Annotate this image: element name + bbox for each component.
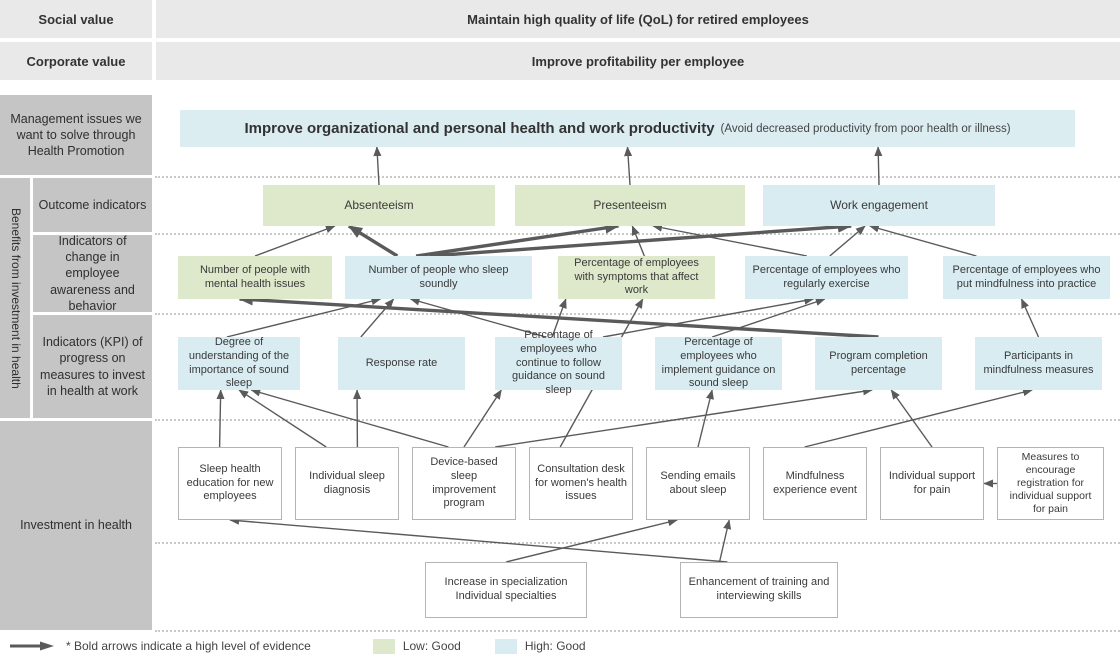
corporate-value-label: Corporate value [0, 42, 152, 80]
node-increase-specialization: Increase in specialization Individual sp… [425, 562, 587, 618]
node-degree-of-understanding: Degree of understanding of the importanc… [178, 336, 300, 390]
top-goal-note-text: (Avoid decreased productivity from poor … [720, 122, 1011, 135]
node-enhancement-training: Enhancement of training and interviewing… [680, 562, 838, 618]
node-device-sleep-program: Device-based sleep improvement program [412, 447, 516, 520]
legend-low-label: Low: Good [402, 639, 461, 653]
node-symptoms-affect-work: Percentage of employees with symptoms th… [558, 256, 715, 299]
node-mental-health-issues: Number of people with mental health issu… [178, 256, 332, 299]
legend-bold-note: * Bold arrows indicate a high level of e… [66, 639, 311, 653]
node-participants-mindfulness: Participants in mindfulness measures [975, 337, 1102, 390]
separator-line [155, 313, 1120, 315]
outcome-indicators-label: Outcome indicators [33, 178, 152, 232]
separator-line [155, 176, 1120, 178]
node-sleep-health-education: Sleep health education for new employees [178, 447, 282, 520]
node-mindfulness-event: Mindfulness experience event [763, 447, 867, 520]
node-sleep-soundly: Number of people who sleep soundly [345, 256, 532, 299]
legend: * Bold arrows indicate a high level of e… [8, 636, 1118, 656]
node-top-goal: Improve organizational and personal heal… [180, 110, 1075, 147]
node-continue-guidance: Percentage of employees who continue to … [495, 329, 622, 396]
node-mindfulness-into-practice: Percentage of employees who put mindfuln… [943, 256, 1110, 299]
node-absenteeism: Absenteeism [263, 185, 495, 226]
management-issues-label: Management issues we want to solve throu… [0, 95, 152, 175]
node-individual-sleep-diagnosis: Individual sleep diagnosis [295, 447, 399, 520]
investment-in-health-label: Investment in health [0, 421, 152, 630]
indicators-of-change-label: Indicators of change in employee awarene… [33, 234, 152, 313]
node-response-rate: Response rate [338, 337, 465, 390]
benefits-vertical-label: Benefits from investment in health [0, 178, 30, 418]
node-work-engagement: Work engagement [763, 185, 995, 226]
node-measures-encourage-registration: Measures to encourage registration for i… [997, 447, 1104, 520]
node-individual-support-pain: Individual support for pain [880, 447, 984, 520]
node-regularly-exercise: Percentage of employees who regularly ex… [745, 256, 908, 299]
legend-high-swatch [494, 638, 517, 654]
legend-high-label: High: Good [524, 639, 586, 653]
node-program-completion: Program completion percentage [815, 337, 942, 390]
social-value-label: Social value [0, 0, 152, 38]
kpi-progress-label: Indicators (KPI) of progress on measures… [33, 315, 152, 418]
separator-line [155, 630, 1120, 632]
top-goal-main-text: Improve organizational and personal heal… [244, 120, 715, 137]
social-value-text: Maintain high quality of life (QoL) for … [156, 0, 1120, 38]
node-presenteeism: Presenteeism [515, 185, 745, 226]
separator-line [155, 542, 1120, 544]
bold-arrow-icon [10, 641, 54, 651]
node-consultation-desk: Consultation desk for women's health iss… [529, 447, 633, 520]
separator-line [155, 419, 1120, 421]
corporate-value-text: Improve profitability per employee [156, 42, 1120, 80]
legend-low-swatch [372, 638, 395, 654]
node-implement-guidance: Percentage of employees who implement gu… [655, 336, 782, 390]
node-sending-emails: Sending emails about sleep [646, 447, 750, 520]
